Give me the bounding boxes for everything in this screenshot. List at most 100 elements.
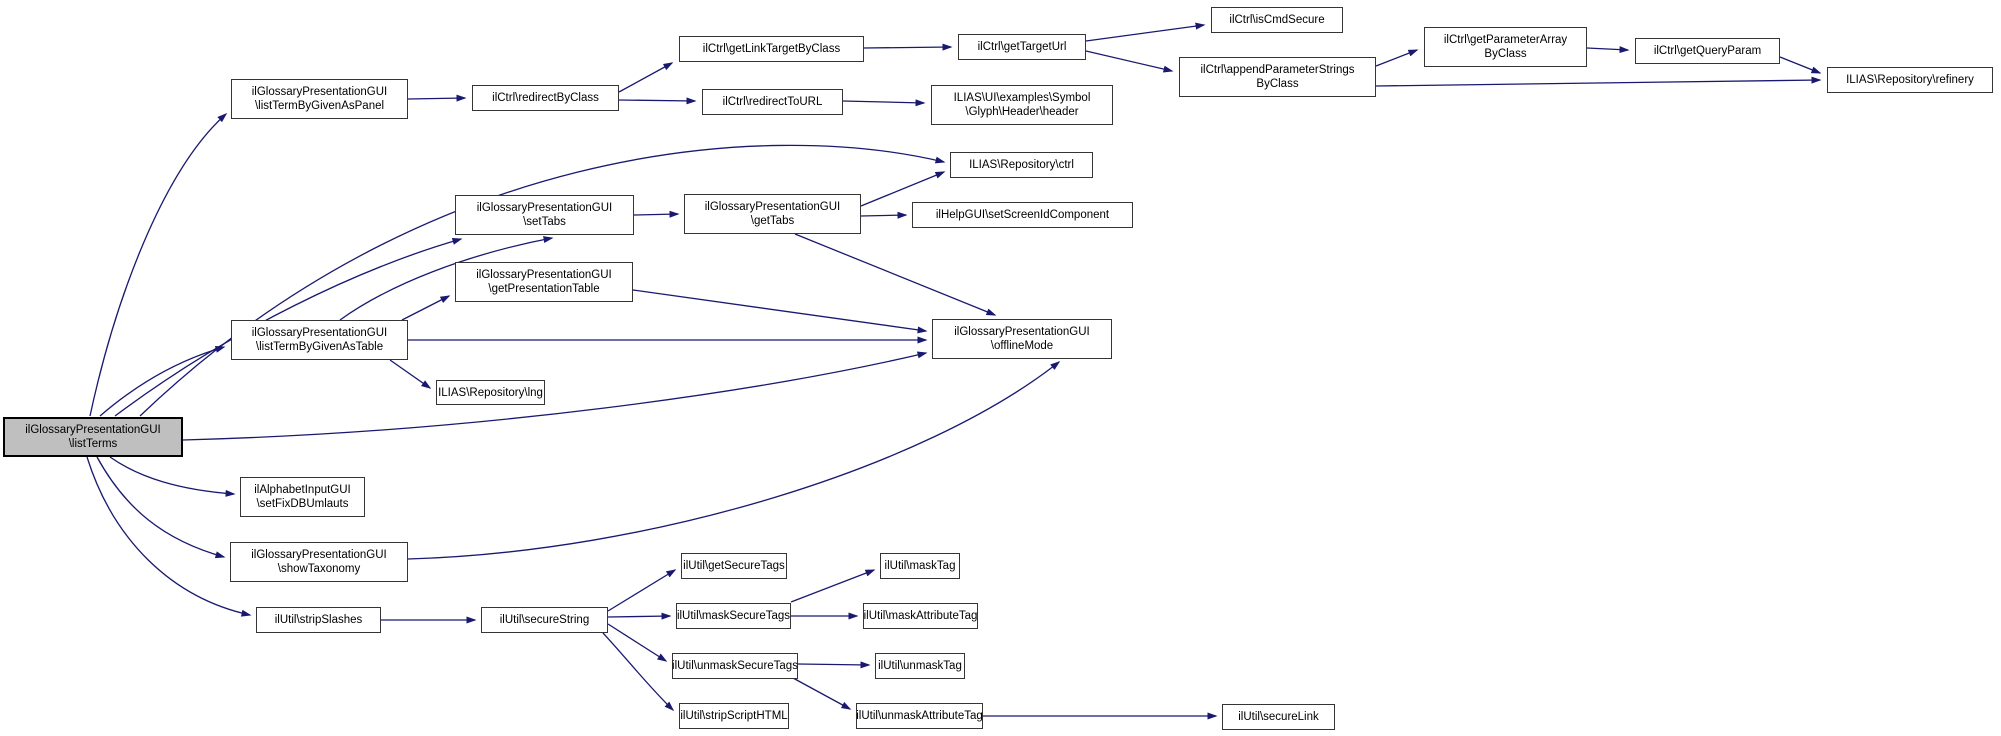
graph-node-label: ilGlossaryPresentationGUI — [954, 326, 1090, 338]
graph-node-label: ilGlossaryPresentationGUI — [25, 424, 161, 436]
edge-appendParameterStringsByClass-to-getParameterArrayByClass — [1375, 49, 1419, 67]
graph-node-label: ilCtrl\appendParameterStrings — [1200, 64, 1355, 76]
edge-getParameterArrayByClass-to-getQueryParam — [1586, 46, 1630, 54]
graph-node-label: \offlineMode — [990, 340, 1054, 352]
graph-node-unmaskSecureTags[interactable]: ilUtil\unmaskSecureTags — [672, 653, 798, 679]
edge-getLinkTargetByClass-to-getTargetUrl — [863, 43, 953, 51]
graph-node-listTermByGivenAsTable[interactable]: ilGlossaryPresentationGUI \listTermByGive… — [231, 320, 408, 360]
graph-node-label: ByClass — [1484, 48, 1527, 60]
graph-node-symbolGlyphHeader[interactable]: ILIAS\UI\examples\Symbol\Glyph\Header\he… — [931, 85, 1113, 125]
graph-node-maskTag[interactable]: ilUtil\maskTag — [880, 553, 960, 579]
edge-listTerms-to-repositoryCtrl — [139, 144, 946, 417]
graph-node-label: ilUtil\unmaskSecureTags — [672, 660, 798, 672]
edge-listTerms-to-stripSlashes — [86, 456, 252, 617]
graph-node-setScreenIdComponent[interactable]: ilHelpGUI\setScreenIdComponent — [912, 202, 1133, 228]
graph-node-label: ilGlossaryPresentationGUI — [251, 549, 387, 561]
graph-node-label: ilAlphabetInputGUI — [254, 484, 351, 496]
graph-node-label: ilGlossaryPresentationGUI — [476, 269, 612, 281]
edge-listTermByGivenAsTable-to-repositoryLng — [389, 359, 432, 389]
graph-node-listTerms: ilGlossaryPresentationGUI \listTerms — [3, 417, 183, 457]
graph-node-label: ilCtrl\isCmdSecure — [1229, 14, 1325, 26]
graph-node-secureLink[interactable]: ilUtil\secureLink — [1222, 704, 1335, 730]
graph-node-redirectToURL[interactable]: ilCtrl\redirectToURL — [702, 89, 843, 115]
edge-secureString-to-maskSecureTags — [607, 612, 672, 620]
graph-node-getTabs[interactable]: ilGlossaryPresentationGUI\getTabs — [684, 194, 861, 234]
graph-node-label: \getPresentationTable — [488, 283, 600, 295]
graph-node-setTabs[interactable]: ilGlossaryPresentationGUI \setTabs — [455, 195, 634, 235]
graph-node-label: ilUtil\stripSlashes — [274, 614, 363, 626]
graph-node-unmaskAttributeTag[interactable]: ilUtil\unmaskAttributeTag — [856, 703, 983, 729]
graph-node-secureString[interactable]: ilUtil\secureString — [481, 607, 608, 633]
graph-node-listTermByGivenAsPanel[interactable]: ilGlossaryPresentationGUI\listTermByGive… — [231, 79, 408, 119]
graph-node-stripSlashes[interactable]: ilUtil\stripSlashes — [256, 607, 381, 633]
edge-listTerms-to-setTabs — [114, 237, 463, 417]
edge-secureString-to-stripScriptHTML — [602, 632, 675, 712]
edge-listTerms-to-listTermByGivenAsTable — [99, 345, 226, 417]
graph-node-unmaskTag[interactable]: ilUtil\unmaskTag — [875, 653, 965, 679]
edge-listTerms-to-setFixDBUmlauts — [109, 456, 236, 497]
edge-appendParameterStringsByClass-to-refinery — [1375, 76, 1822, 87]
edge-listTermByGivenAsPanel-to-redirectByClass — [407, 94, 467, 102]
graph-node-repositoryLng[interactable]: ILIAS\Repository\lng — [436, 380, 545, 405]
edge-redirectByClass-to-redirectToURL — [618, 97, 697, 105]
edge-getPresentationTable-to-offlineMode — [632, 289, 928, 334]
edge-listTermByGivenAsTable-to-getPresentationTable — [401, 295, 451, 321]
graph-node-getSecureTags[interactable]: ilUtil\getSecureTags — [681, 553, 787, 579]
graph-node-stripScriptHTML[interactable]: ilUtil\stripScriptHTML — [679, 703, 789, 729]
graph-node-label: ilUtil\maskAttributeTag — [863, 610, 978, 622]
graph-node-showTaxonomy[interactable]: ilGlossaryPresentationGUI \showTaxonomy — [230, 542, 408, 582]
edge-secureString-to-getSecureTags — [607, 569, 677, 612]
graph-node-label: ilGlossaryPresentationGUI — [476, 202, 613, 214]
graph-node-label: \setTabs — [523, 216, 566, 228]
edge-unmaskSecureTags-to-unmaskTag — [797, 661, 871, 669]
graph-node-getPresentationTable[interactable]: ilGlossaryPresentationGUI \getPresentatio… — [455, 262, 633, 302]
graph-node-label: ilUtil\unmaskTag — [878, 660, 962, 672]
edge-getTabs-to-offlineMode — [794, 233, 997, 316]
graph-node-repositoryCtrl[interactable]: ILIAS\Repository\ctrl — [950, 152, 1093, 178]
edge-listTerms-to-showTaxonomy — [96, 456, 226, 559]
graph-node-isCmdSecure[interactable]: ilCtrl\isCmdSecure — [1211, 7, 1343, 33]
graph-node-label: ilHelpGUI\setScreenIdComponent — [935, 209, 1110, 221]
graph-node-label: ILIAS\Repository\refinery — [1846, 74, 1974, 86]
graph-node-label: ilCtrl\getTargetUrl — [977, 41, 1067, 53]
edge-maskSecureTags-to-maskTag — [790, 569, 876, 603]
graph-node-label: ILIAS\Repository\ctrl — [969, 159, 1074, 171]
graph-node-refinery[interactable]: ILIAS\Repository\refinery — [1827, 67, 1993, 93]
graph-node-label: ilCtrl\getParameterArray — [1443, 34, 1568, 46]
graph-node-label: ilCtrl\redirectToURL — [722, 96, 823, 108]
graph-node-offlineMode[interactable]: ilGlossaryPresentationGUI \offlineMode — [932, 319, 1112, 359]
graph-node-label: ilGlossaryPresentationGUI — [251, 327, 388, 339]
graph-node-label: \listTermByGivenAsTable — [255, 341, 384, 353]
graph-node-maskSecureTags[interactable]: ilUtil\maskSecureTags — [676, 603, 791, 629]
graph-node-label: \listTermByGivenAsPanel — [254, 100, 385, 112]
edge-getTargetUrl-to-isCmdSecure — [1085, 22, 1206, 42]
graph-node-label: \listTerms — [68, 438, 118, 450]
edge-showTaxonomy-to-offlineMode — [407, 361, 1061, 560]
graph-node-label: ilCtrl\redirectByClass — [492, 92, 599, 104]
graph-node-maskAttributeTag[interactable]: ilUtil\maskAttributeTag — [863, 603, 978, 629]
graph-node-label: ByClass — [1256, 78, 1299, 90]
graph-node-setFixDBUmlauts[interactable]: ilAlphabetInputGUI \setFixDBUmlauts — [240, 477, 365, 517]
edge-listTerms-to-listTermByGivenAsPanel — [89, 113, 228, 417]
graph-node-label: ilUtil\secureLink — [1238, 711, 1319, 723]
edge-getTabs-to-repositoryCtrl — [860, 171, 946, 207]
graph-node-label: ilUtil\maskTag — [884, 560, 956, 572]
graph-node-label: ilGlossaryPresentationGUI — [704, 201, 841, 213]
graph-node-label: \showTaxonomy — [277, 563, 361, 575]
graph-node-redirectByClass[interactable]: ilCtrl\redirectByClass — [472, 85, 619, 111]
edges-group — [86, 22, 1822, 720]
edge-getTabs-to-setScreenIdComponent — [860, 211, 908, 219]
edge-secureString-to-unmaskSecureTags — [607, 623, 668, 662]
graph-node-label: \setFixDBUmlauts — [256, 498, 349, 510]
edge-redirectToURL-to-symbolGlyphHeader — [842, 99, 926, 107]
graph-node-getQueryParam[interactable]: ilCtrl\getQueryParam — [1635, 38, 1780, 64]
graph-node-getTargetUrl[interactable]: ilCtrl\getTargetUrl — [958, 34, 1086, 60]
edge-setTabs-to-getTabs — [633, 210, 680, 218]
graph-node-label: ilUtil\stripScriptHTML — [680, 710, 788, 722]
graph-node-label: ilUtil\secureString — [499, 614, 590, 626]
graph-node-label: ilUtil\getSecureTags — [683, 560, 785, 572]
graph-node-getLinkTargetByClass[interactable]: ilCtrl\getLinkTargetByClass — [679, 36, 864, 62]
